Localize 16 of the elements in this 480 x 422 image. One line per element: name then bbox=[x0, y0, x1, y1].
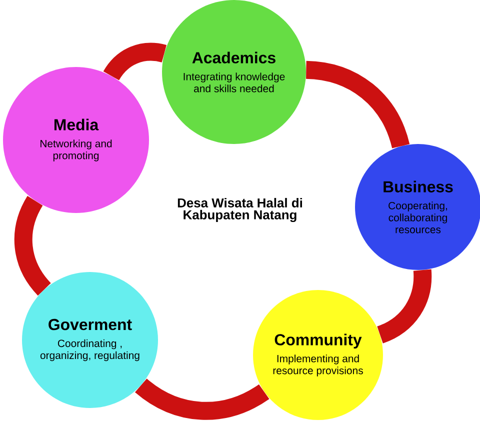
circle-title: Goverment bbox=[48, 318, 132, 330]
role-circle bbox=[3, 67, 149, 213]
ring-segment bbox=[104, 42, 166, 81]
circle-title: Business bbox=[384, 180, 453, 192]
circle-text: Integrating knowledge and skills needed bbox=[184, 72, 285, 92]
role-circle bbox=[253, 290, 383, 420]
circle-title: Media bbox=[54, 118, 99, 130]
circle-text: Networking and promoting bbox=[40, 140, 112, 162]
circle-title: Community bbox=[274, 334, 362, 349]
circle-text: Implementing and resource provisions bbox=[273, 354, 363, 376]
circle-text: Cooperating, collaborating resources bbox=[388, 202, 447, 234]
role-circle bbox=[22, 272, 158, 408]
circle-text: Coordinating , organizing, regulating bbox=[40, 339, 140, 362]
center-text: Desa Wisata Halal di Kabupaten Natang bbox=[178, 198, 302, 222]
role-circle bbox=[162, 0, 306, 144]
circle-title: Academics bbox=[192, 52, 276, 64]
